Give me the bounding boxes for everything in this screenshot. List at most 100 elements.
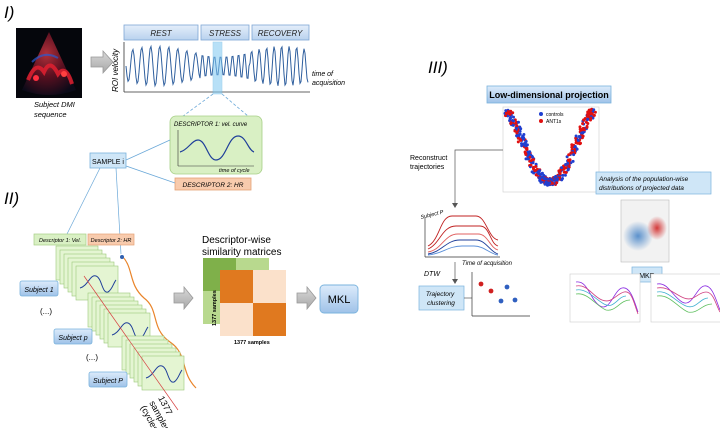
projection-point bbox=[564, 166, 568, 170]
subject-1-label: Subject 1 bbox=[24, 287, 53, 294]
projection-point bbox=[574, 134, 578, 138]
projection-point bbox=[520, 136, 524, 140]
projection-point bbox=[561, 173, 565, 177]
projection-point bbox=[511, 123, 515, 127]
projection-point bbox=[593, 110, 597, 114]
projection-point bbox=[580, 131, 584, 135]
projection-point bbox=[581, 122, 585, 126]
projection-point bbox=[562, 167, 566, 171]
clustering-box bbox=[418, 285, 465, 311]
projection-point bbox=[508, 116, 512, 120]
projection-point bbox=[511, 119, 515, 122]
projection-point bbox=[589, 116, 593, 120]
scatter-points bbox=[503, 107, 597, 187]
projection-point bbox=[516, 140, 520, 144]
time-of-cycle-label: time of cycle bbox=[219, 168, 250, 174]
subject-P-box bbox=[88, 371, 128, 388]
arrow-right-icon bbox=[173, 285, 194, 311]
projection-point bbox=[520, 144, 524, 148]
tab-descriptor1-label: Descriptor 1: Vel. bbox=[39, 238, 81, 244]
tab-descriptor2-label: Descriptor 2: HR bbox=[91, 238, 132, 244]
projection-point bbox=[515, 126, 518, 130]
velocity-y-label: ROI velocity bbox=[111, 48, 120, 92]
projection-point bbox=[573, 145, 577, 148]
projection-point bbox=[504, 109, 508, 113]
projection-point bbox=[550, 178, 554, 182]
matrix-y-label: 1377 samples bbox=[212, 290, 218, 326]
projection-point bbox=[529, 163, 533, 167]
projection-point bbox=[516, 136, 520, 140]
projection-point bbox=[566, 167, 570, 171]
projection-point bbox=[538, 178, 542, 182]
subject-caption: Subject DMI sequence bbox=[34, 100, 77, 119]
scatter-legend: controls ANT1s bbox=[539, 112, 564, 125]
projection-point bbox=[527, 152, 531, 156]
projection-point bbox=[576, 139, 580, 142]
projection-point bbox=[520, 142, 523, 146]
stack-diagonal bbox=[83, 275, 179, 411]
projection-point bbox=[504, 111, 508, 115]
projection-point bbox=[560, 178, 564, 182]
projection-point bbox=[533, 169, 537, 173]
projection-point bbox=[526, 150, 530, 154]
legend-ant1s: ANT1s bbox=[546, 119, 562, 125]
descriptor2-label: DESCRIPTOR 2: HR bbox=[183, 182, 244, 189]
matrix-x-label: 1377 samples bbox=[234, 340, 270, 346]
sample-card-stacks bbox=[55, 245, 185, 391]
cluster-scatter bbox=[471, 272, 530, 317]
density-plot bbox=[620, 199, 670, 263]
projection-point bbox=[544, 180, 548, 184]
projection-point bbox=[577, 135, 581, 138]
mkr-label: MKR bbox=[639, 273, 655, 280]
projection-point bbox=[550, 181, 554, 185]
projection-point bbox=[567, 153, 571, 157]
projection-point bbox=[563, 173, 567, 177]
projection-point bbox=[586, 117, 590, 121]
arrow-right-icon bbox=[90, 49, 114, 75]
section-label-1: I) bbox=[4, 3, 14, 22]
section-label-3: III) bbox=[428, 58, 448, 77]
projection-point bbox=[524, 139, 528, 143]
projection-point bbox=[523, 150, 527, 154]
projection-point bbox=[555, 181, 559, 185]
projection-point bbox=[522, 142, 526, 146]
projection-point bbox=[519, 138, 523, 142]
projection-point bbox=[531, 165, 535, 169]
phase-recovery: RECOVERY bbox=[258, 29, 303, 38]
projection-point bbox=[579, 141, 582, 145]
projection-point bbox=[575, 147, 579, 151]
projection-point bbox=[581, 134, 585, 138]
projection-title-box bbox=[486, 85, 612, 104]
projection-point bbox=[534, 162, 538, 166]
selected-cycle-highlight bbox=[212, 41, 223, 95]
hr-marker bbox=[120, 255, 124, 259]
sample-card bbox=[141, 355, 185, 391]
card-curve bbox=[111, 322, 149, 340]
projection-point bbox=[511, 111, 515, 115]
projection-point bbox=[542, 177, 546, 180]
projection-point bbox=[517, 120, 520, 124]
projection-point bbox=[524, 147, 528, 150]
subject-P-label: Subject P bbox=[93, 378, 123, 385]
section-label-2: II) bbox=[4, 189, 19, 208]
mkl-box bbox=[319, 284, 359, 314]
projection-point bbox=[571, 159, 575, 163]
reconstruct-connector bbox=[454, 149, 503, 206]
projection-point bbox=[572, 153, 576, 157]
projection-point bbox=[514, 121, 518, 125]
projection-point bbox=[592, 108, 596, 112]
ellipsis-1: (...) bbox=[40, 307, 52, 316]
projection-point bbox=[519, 127, 523, 131]
time-of-acquisition-label: time of acquisition bbox=[312, 71, 345, 87]
projection-point bbox=[558, 170, 562, 174]
projection-point bbox=[589, 111, 593, 115]
projection-point bbox=[592, 113, 596, 117]
projection-point bbox=[562, 170, 566, 174]
projection-point bbox=[524, 157, 528, 161]
descriptor1-label: DESCRIPTOR 1: vel. curve bbox=[174, 122, 248, 128]
tab-descriptor2 bbox=[87, 233, 135, 246]
projection-point bbox=[582, 128, 586, 132]
dtw-label: DTW bbox=[424, 271, 441, 278]
legend-controls: controls bbox=[546, 112, 564, 118]
